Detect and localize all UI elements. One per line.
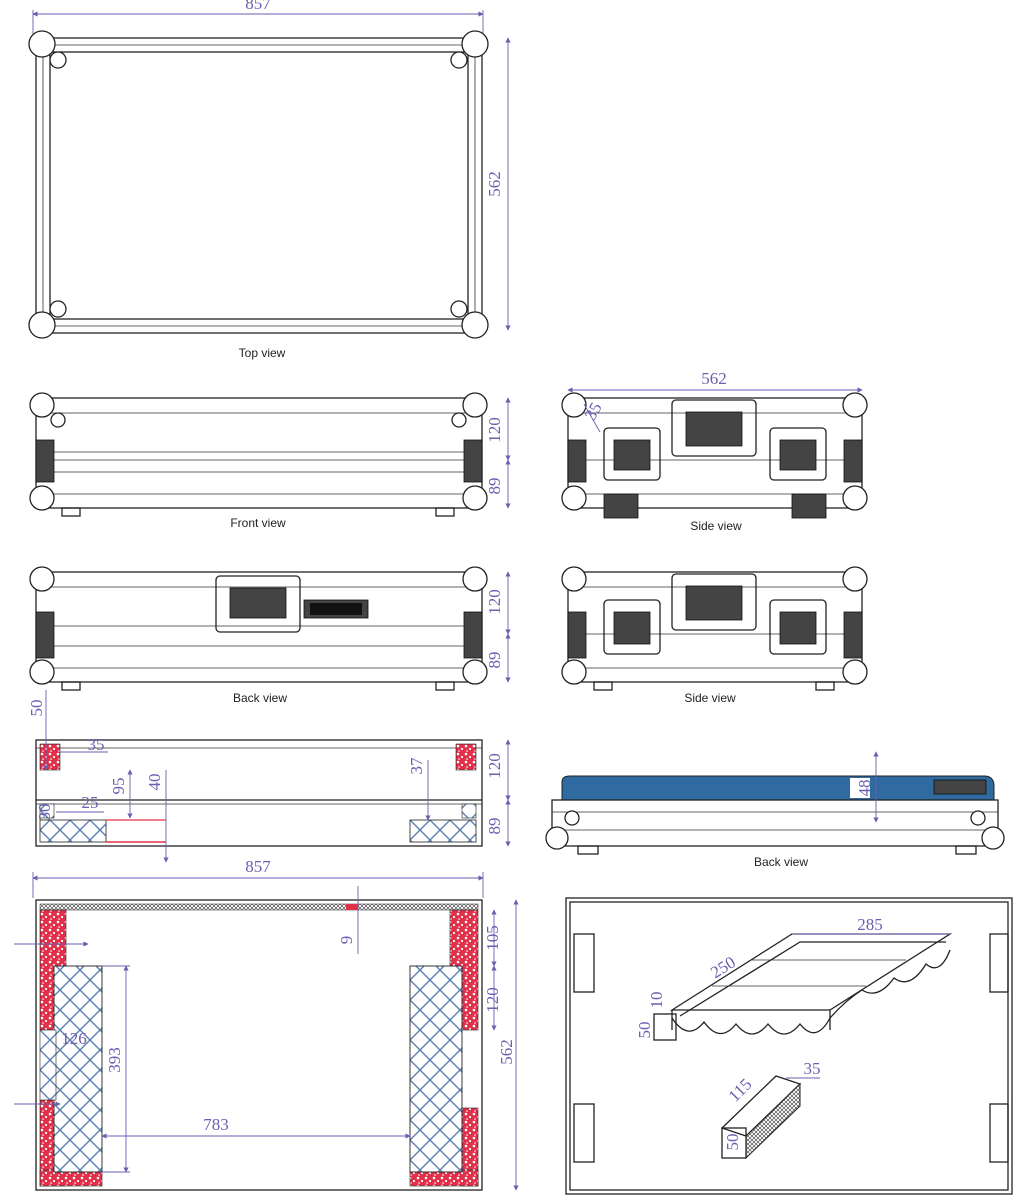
caption-back-view-1: Back view bbox=[233, 691, 287, 705]
top-width-dim: 857 bbox=[245, 0, 271, 13]
tray-285-dim: 285 bbox=[857, 915, 883, 934]
caption-top-view: Top view bbox=[239, 346, 286, 360]
back-view-1: 120 89 Back view bbox=[29, 566, 511, 705]
tray-detail-view: 285 250 10 50 35 115 50 bbox=[565, 897, 1013, 1195]
sec-50-dim: 50 bbox=[27, 700, 46, 717]
plan-783-dim: 783 bbox=[203, 1115, 229, 1134]
back-view-2: 48 Back view bbox=[545, 751, 1005, 869]
plan-126-dim: 126 bbox=[61, 1029, 87, 1048]
back-lower-dim: 89 bbox=[485, 652, 504, 669]
plan-105-dim: 105 bbox=[483, 925, 502, 951]
handle-icon bbox=[603, 599, 661, 655]
plan-120-dim: 120 bbox=[483, 987, 502, 1013]
corner-ball-icon bbox=[28, 30, 67, 69]
handle-icon bbox=[215, 575, 301, 633]
front-lower-dim: 89 bbox=[485, 478, 504, 495]
sec-35-dim: 35 bbox=[88, 735, 105, 754]
block-50-dim: 50 bbox=[723, 1134, 742, 1151]
plan-view: 857 9 393 126 783 105 120 562 bbox=[14, 857, 519, 1191]
section-view: 50 35 95 40 25 30 37 120 89 bbox=[27, 690, 511, 863]
caption-side-view-1: Side view bbox=[690, 519, 742, 533]
tray-250-dim: 250 bbox=[707, 953, 739, 983]
caption-side-view-2: Side view bbox=[684, 691, 736, 705]
plan-9-dim: 9 bbox=[337, 936, 356, 945]
side-view-2: Side view bbox=[561, 566, 868, 705]
side-view-1: 562 35 Side view bbox=[561, 369, 868, 533]
top-depth-dim: 562 bbox=[485, 171, 504, 197]
sec-37-dim: 37 bbox=[407, 757, 426, 775]
handle-icon bbox=[671, 573, 757, 631]
handle-icon bbox=[769, 599, 827, 655]
lid-48-dim: 48 bbox=[855, 780, 874, 797]
handle-icon bbox=[671, 399, 757, 457]
plan-562-dim: 562 bbox=[497, 1039, 516, 1065]
plan-393-dim: 393 bbox=[105, 1047, 124, 1073]
front-upper-dim: 120 bbox=[485, 417, 504, 443]
logo-plate-icon bbox=[303, 599, 369, 619]
top-view: 857 562 Top view bbox=[28, 0, 511, 360]
tray-50-dim: 50 bbox=[635, 1022, 654, 1039]
back-upper-dim: 120 bbox=[485, 589, 504, 615]
block-35-dim: 35 bbox=[804, 1059, 821, 1078]
handle-icon bbox=[769, 427, 827, 481]
corner-ball-icon bbox=[450, 30, 489, 69]
sec-30-dim: 30 bbox=[35, 804, 54, 821]
caption-back-view-2: Back view bbox=[754, 855, 808, 869]
sec-857-dim: 857 bbox=[245, 857, 271, 876]
handle-icon bbox=[603, 427, 661, 481]
sec-95-dim: 95 bbox=[109, 778, 128, 795]
tray-10-dim: 10 bbox=[647, 992, 666, 1009]
side-width-dim: 562 bbox=[701, 369, 727, 388]
sec-40-dim: 40 bbox=[145, 774, 164, 791]
caption-front-view: Front view bbox=[230, 516, 286, 530]
corner-ball-icon bbox=[450, 300, 489, 339]
sec-120-dim: 120 bbox=[485, 753, 504, 779]
corner-ball-icon bbox=[28, 300, 67, 339]
sec-89-dim: 89 bbox=[485, 818, 504, 835]
front-view: 120 89 Front view bbox=[29, 392, 511, 530]
sec-25-dim: 25 bbox=[82, 793, 99, 812]
